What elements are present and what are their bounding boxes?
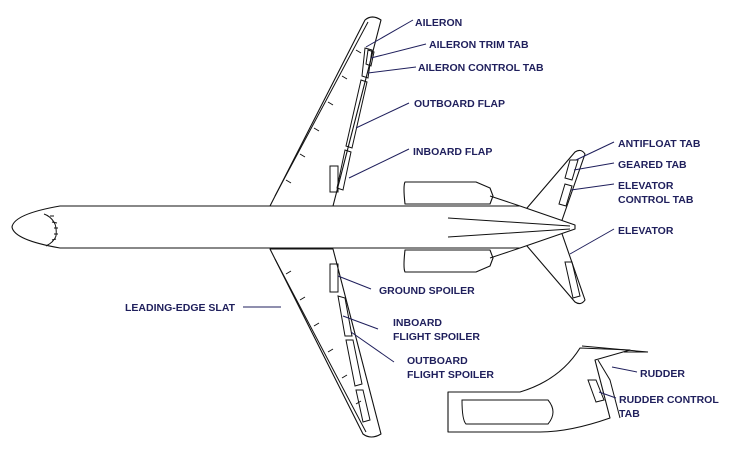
upper-wing	[269, 16, 382, 207]
label-rudder: RUDDER	[640, 368, 685, 380]
side-view-tail	[447, 345, 649, 433]
label-outboard-flight-spoiler-line2: FLIGHT SPOILER	[407, 369, 494, 381]
label-ground-spoiler: GROUND SPOILER	[379, 285, 475, 297]
label-outboard-flap: OUTBOARD FLAP	[414, 98, 505, 110]
labels: AILERON AILERON TRIM TAB AILERON CONTROL…	[125, 17, 719, 420]
label-elevator-control-tab-line2: CONTROL TAB	[618, 194, 694, 206]
label-leading-edge-slat: LEADING-EDGE SLAT	[125, 302, 236, 314]
lower-wing	[269, 248, 382, 438]
label-inboard-flight-spoiler-line2: FLIGHT SPOILER	[393, 331, 480, 343]
label-aileron: AILERON	[415, 17, 462, 29]
label-aileron-control-tab: AILERON CONTROL TAB	[418, 62, 544, 74]
label-inboard-flight-spoiler-line1: INBOARD	[393, 317, 442, 329]
label-elevator: ELEVATOR	[618, 225, 674, 237]
label-geared-tab: GEARED TAB	[618, 159, 687, 171]
label-antifloat-tab: ANTIFLOAT TAB	[618, 138, 701, 150]
label-elevator-control-tab-line1: ELEVATOR	[618, 180, 674, 192]
label-aileron-trim-tab: AILERON TRIM TAB	[429, 39, 529, 51]
label-inboard-flap: INBOARD FLAP	[413, 146, 492, 158]
horizontal-tail	[514, 149, 586, 305]
label-rudder-control-tab-line1: RUDDER CONTROL	[619, 394, 719, 406]
fuselage	[11, 205, 576, 249]
label-outboard-flight-spoiler-line1: OUTBOARD	[407, 355, 468, 367]
label-rudder-control-tab-line2: TAB	[619, 408, 640, 420]
leader-lines	[243, 19, 638, 399]
engines	[403, 181, 521, 273]
